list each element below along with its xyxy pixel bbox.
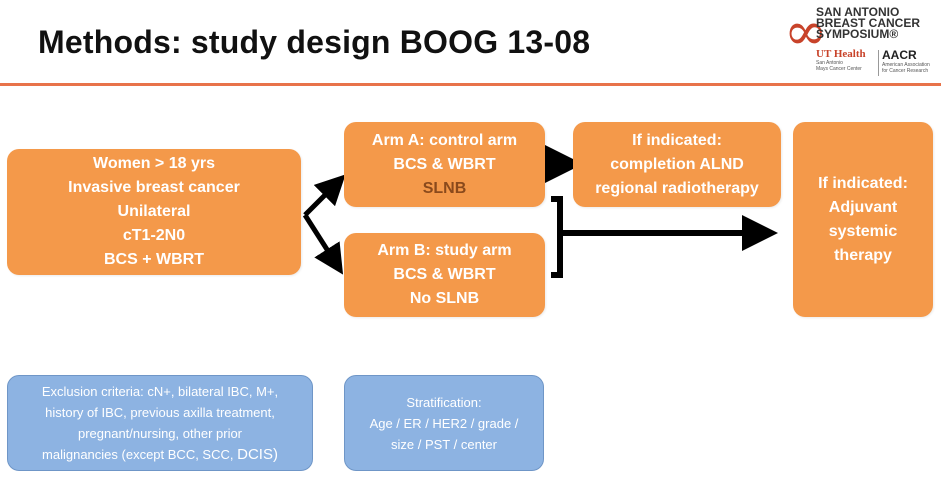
adjuvant-line: If indicated: <box>818 174 908 192</box>
ut-health-logo: UT Health San Antonio Mays Cancer Center <box>816 48 874 72</box>
ut-health-sub: San Antonio <box>816 60 843 66</box>
exclusion-line: history of IBC, previous axilla treatmen… <box>45 405 275 420</box>
exclusion-last-line: malignancies (except BCC, SCC, DCIS) <box>42 444 278 465</box>
stratification-line: Stratification: <box>406 394 482 410</box>
arm-b-box: Arm B: study arm BCS & WBRT No SLNB <box>344 233 545 317</box>
logo-name-line: SAN ANTONIO <box>816 5 900 19</box>
stratification-box: Stratification: Age / ER / HER2 / grade … <box>344 375 544 471</box>
completion-line: regional radiotherapy <box>595 179 759 197</box>
ribbon-icon: ∞ <box>784 2 828 62</box>
completion-box: If indicated: completion ALND regional r… <box>573 122 781 207</box>
adjuvant-line: Adjuvant <box>828 198 898 216</box>
fork-arrow-down <box>302 213 344 275</box>
fork-arrow-up <box>303 174 346 217</box>
exclusion-criteria-box: Exclusion criteria: cN+, bilateral IBC, … <box>7 375 313 471</box>
adjuvant-box: If indicated: Adjuvant systemic therapy <box>793 122 933 317</box>
adjuvant-line: systemic <box>828 222 898 240</box>
exclusion-dcis: DCIS) <box>237 446 278 463</box>
arm-a-slnb: SLNB <box>422 179 467 197</box>
title-rule <box>0 83 941 86</box>
aacr-logo: AACR American Association for Cancer Res… <box>882 48 938 74</box>
logo-name-line: BREAST CANCER <box>816 16 921 30</box>
aacr-sub: American Association <box>882 62 930 68</box>
arm-b-line: Arm B: study arm <box>377 242 512 259</box>
exclusion-line: pregnant/nursing, other prior <box>77 426 243 441</box>
population-line: Women > 18 yrs <box>93 155 215 172</box>
sabcs-logo: ∞ SAN ANTONIO BREAST CANCER SYMPOSIUM® U… <box>778 4 938 78</box>
exclusion-line: malignancies (except BCC, SCC, <box>42 447 238 462</box>
bracket <box>551 196 563 278</box>
population-box: Women > 18 yrs Invasive breast cancer Un… <box>7 149 301 275</box>
adjuvant-line: therapy <box>834 246 892 264</box>
population-line: cT1-2N0 <box>122 227 186 244</box>
arm-a-line: BCS & WBRT <box>393 155 496 173</box>
arm-a-box: Arm A: control arm BCS & WBRT SLNB <box>344 122 545 207</box>
completion-line: If indicated: <box>632 131 722 149</box>
aacr-sub: for Cancer Research <box>882 68 929 74</box>
arm-a-line: Arm A: control arm <box>371 131 518 149</box>
arm-b-line: BCS & WBRT <box>393 266 496 283</box>
population-line: Invasive breast cancer <box>68 179 240 196</box>
exclusion-line: Exclusion criteria: cN+, bilateral IBC, … <box>41 384 279 399</box>
aacr-name: AACR <box>882 48 917 62</box>
ut-health-sub: Mays Cancer Center <box>816 66 862 72</box>
completion-line: completion ALND <box>610 155 744 173</box>
population-line: Unilateral <box>117 203 191 220</box>
population-line: BCS + WBRT <box>104 251 204 268</box>
ut-health-name: UT Health <box>816 48 866 60</box>
page-title: Methods: study design BOOG 13-08 <box>38 24 591 60</box>
logo-name: SAN ANTONIO BREAST CANCER SYMPOSIUM® <box>816 5 938 41</box>
stratification-line: size / PST / center <box>391 436 497 452</box>
logo-divider <box>878 50 879 76</box>
logo-name-line: SYMPOSIUM® <box>816 27 899 41</box>
arm-b-line: No SLNB <box>409 290 480 307</box>
stratification-line: Age / ER / HER2 / grade / <box>369 415 519 431</box>
